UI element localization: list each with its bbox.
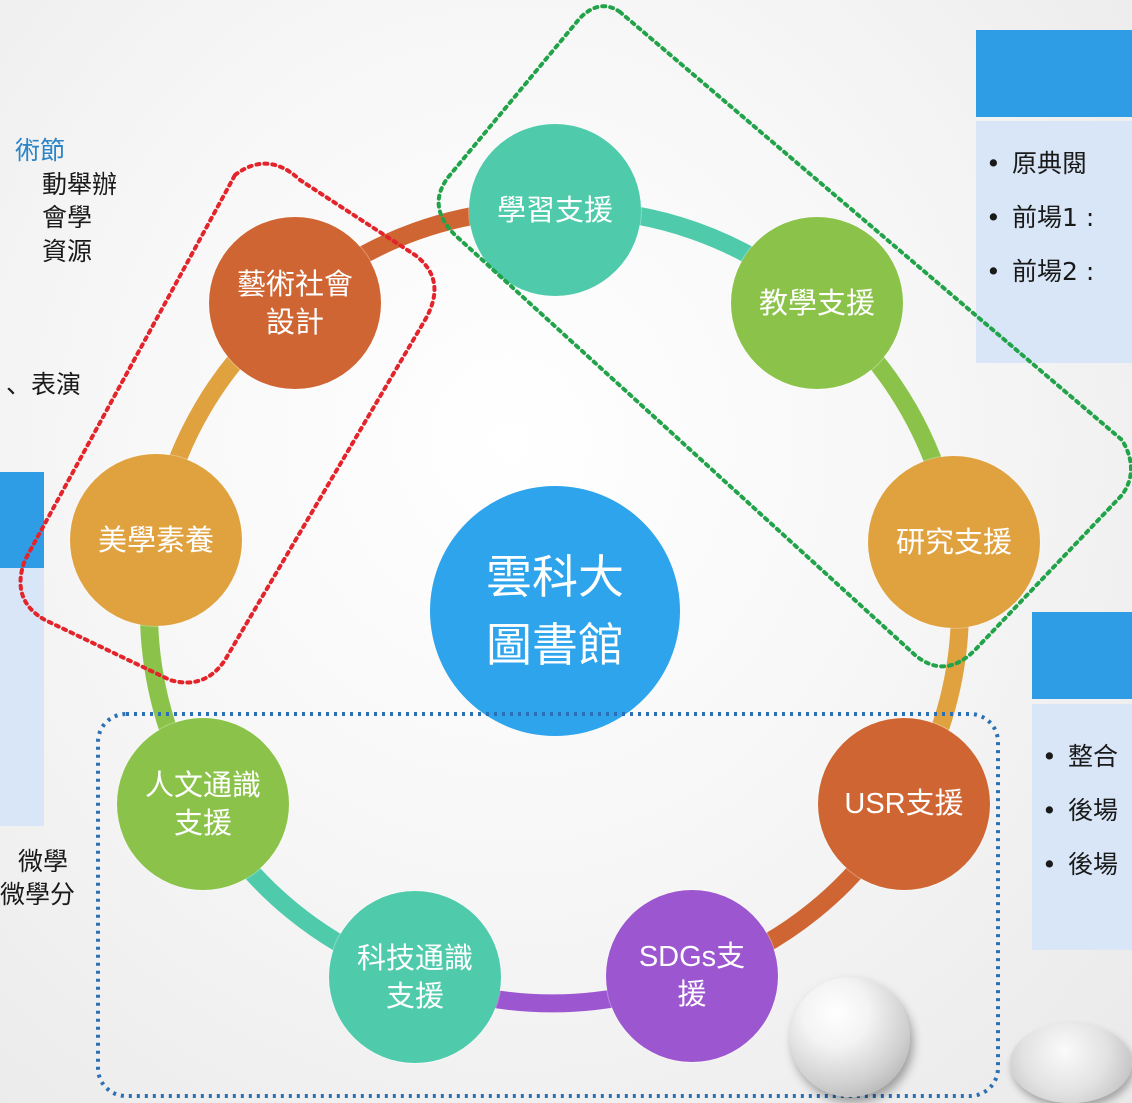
right-top-item: •原典閱 xyxy=(986,149,1088,178)
node-research-support: 研究支援 xyxy=(868,456,1040,628)
node-aesthetics: 美學素養 xyxy=(70,454,242,626)
node-tech-general-support: 科技通識支援 xyxy=(329,891,501,1063)
right-top-panel-header xyxy=(976,30,1132,117)
green-group-outline xyxy=(436,4,1132,669)
right-bottom-panel-header xyxy=(1032,612,1132,699)
left-text-line-2: 動舉辦 xyxy=(42,170,118,199)
left-text-line-3: 會學 xyxy=(42,203,93,232)
glass-sphere-decoration xyxy=(790,977,910,1097)
left-panel-body xyxy=(0,568,44,826)
node-arts-social-design: 藝術社會設計 xyxy=(209,217,381,389)
left-text-line-6: 微學 xyxy=(18,847,69,876)
node-sdgs-support: SDGs支援 xyxy=(606,890,778,1062)
center-node-library: 雲科大圖書館 xyxy=(430,486,680,736)
right-bottom-panel-body: •整合 •後場 •後場 xyxy=(1032,704,1132,950)
right-top-panel-body: •原典閱 •前場1 : •前場2 : xyxy=(976,121,1132,363)
right-bottom-item: •後場 xyxy=(1042,796,1119,825)
left-text-line-7: 微學分 xyxy=(0,880,76,909)
node-usr-support: USR支援 xyxy=(818,718,990,890)
node-teaching-support: 教學支援 xyxy=(731,217,903,389)
red-group-outline xyxy=(18,161,437,685)
right-bottom-item: •整合 xyxy=(1042,742,1119,771)
glass-sphere-decoration xyxy=(1010,1023,1132,1103)
left-text-line-5: 、表演 xyxy=(6,370,82,399)
blue-group-outline xyxy=(96,712,1000,1098)
left-text-line-1: 術節 xyxy=(15,136,66,165)
right-top-item: •前場2 : xyxy=(986,257,1095,286)
node-learning-support: 學習支援 xyxy=(469,124,641,296)
right-top-item: •前場1 : xyxy=(986,203,1095,232)
left-panel-header xyxy=(0,472,44,568)
right-bottom-item: •後場 xyxy=(1042,850,1119,879)
left-text-line-4: 資源 xyxy=(42,237,93,266)
node-humanities-general-support: 人文通識支援 xyxy=(117,718,289,890)
